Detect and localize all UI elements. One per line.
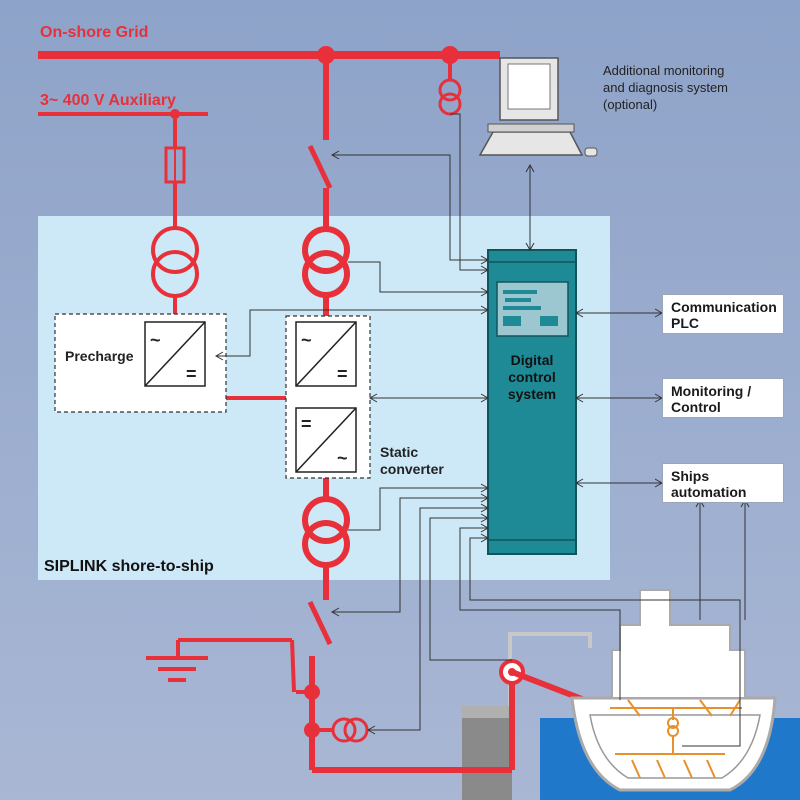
digital-control-label: Digital control system [507, 352, 557, 402]
static-converter-label: Static converter [380, 444, 444, 477]
inverter-ac-symbol: ~ [337, 448, 348, 468]
inverter-dc-symbol: = [301, 414, 312, 434]
communication-plc-box: Communication PLC [662, 294, 784, 334]
precharge-dc-symbol: = [186, 364, 197, 384]
precharge-ac-symbol: ~ [150, 330, 161, 350]
precharge-transformer-top [151, 226, 199, 274]
rectifier-ac-symbol: ~ [301, 330, 312, 350]
ship-superstructure [611, 589, 746, 699]
ships-automation-box: Ships automation [662, 463, 784, 503]
signal-lines [214, 113, 750, 747]
quay-pillar [462, 706, 512, 800]
main-switch [307, 144, 333, 190]
output-switch [307, 600, 333, 646]
main-transformer-top [302, 226, 350, 274]
siplink-label: SIPLINK shore-to-ship [44, 558, 214, 575]
voltage-transformer-bottom [438, 92, 462, 116]
monitoring-system-label: Additional monitoring and diagnosis syst… [603, 63, 729, 112]
monitoring-control-box: Monitoring / Control [662, 378, 784, 418]
current-transformer-left [331, 717, 357, 743]
voltage-transformer-top [438, 78, 462, 102]
computer-keyboard [478, 131, 584, 156]
precharge-label: Precharge [65, 348, 134, 364]
grid-label: On-shore Grid [40, 24, 149, 41]
rectifier-dc-symbol: = [337, 364, 348, 384]
aux-label: 3~ 400 V Auxiliary [40, 92, 176, 109]
computer-mouse [584, 147, 598, 157]
output-transformer-top [302, 496, 350, 544]
